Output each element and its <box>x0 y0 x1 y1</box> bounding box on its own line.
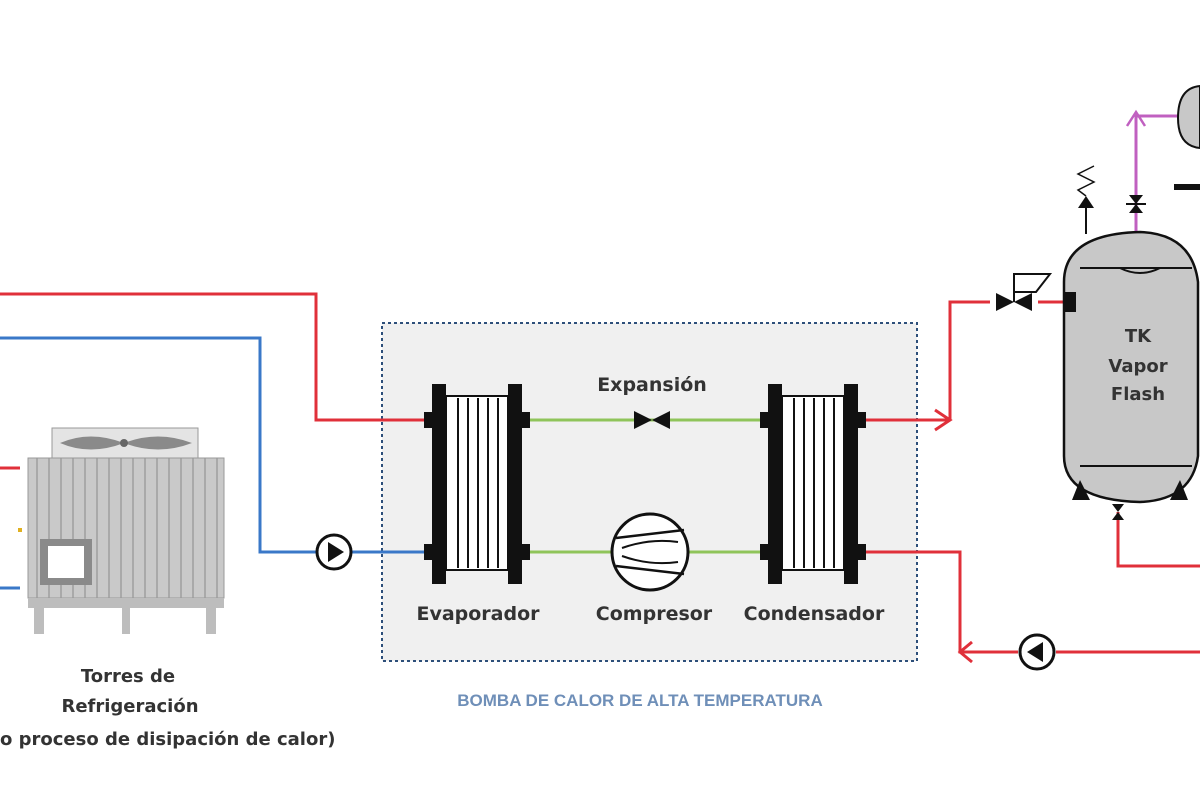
condenser-heat-exchanger <box>760 384 866 584</box>
tank-icon <box>1062 230 1200 504</box>
tank-label-line2: Vapor <box>1108 356 1167 377</box>
cooling-tower <box>27 427 225 634</box>
dash-mark <box>1174 184 1200 190</box>
relief-valve-icon <box>1076 165 1096 234</box>
condenser-label: Condensador <box>744 603 885 625</box>
tower-label-line1: Torres de <box>81 666 175 687</box>
tank-label-line1: TK <box>1125 326 1152 347</box>
vessel-icon <box>1176 84 1200 150</box>
tower-label-line3: o proceso de disipación de calor) <box>0 729 335 750</box>
pump-icon <box>315 533 353 571</box>
heat-pump-caption: BOMBA DE CALOR DE ALTA TEMPERATURA <box>457 691 822 710</box>
compressor-label: Compresor <box>596 603 713 625</box>
drain-valve-icon <box>1112 504 1124 520</box>
evaporator-heat-exchanger <box>424 384 530 584</box>
pump-icon <box>1018 633 1056 671</box>
evaporator-label: Evaporador <box>416 603 540 625</box>
hot-water-piping <box>862 109 1200 664</box>
expansion-label: Expansión <box>597 374 707 396</box>
control-valve-icon <box>996 273 1053 311</box>
expansion-valve-icon <box>634 411 670 429</box>
cooling-tower-piping <box>0 292 428 590</box>
fan-icon <box>60 436 192 450</box>
tank-label-line3: Flash <box>1111 384 1165 405</box>
compressor-icon <box>610 512 690 592</box>
vapor-valve-icon <box>1129 195 1143 213</box>
tower-label-line2: Refrigeración <box>61 696 198 717</box>
